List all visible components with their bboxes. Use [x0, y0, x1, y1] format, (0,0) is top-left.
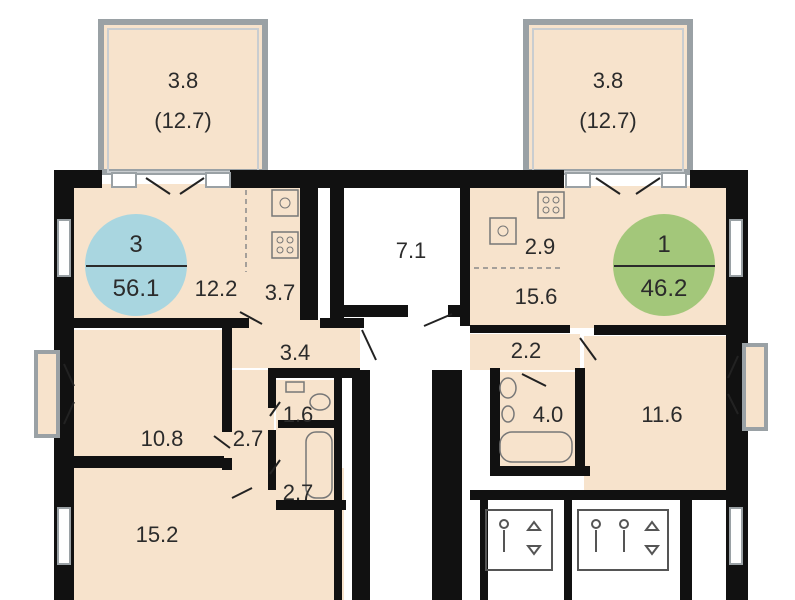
- bathtub-icon: [305, 431, 573, 499]
- apartment-total-area: 46.2: [641, 275, 688, 302]
- walls: [54, 170, 748, 600]
- room-area-hall-right: 2.2: [511, 338, 542, 363]
- room-area-bath-left-2: 2.7: [283, 480, 314, 505]
- room-area-kitchen-left: 3.7: [265, 280, 296, 305]
- room-area-corridor-left: 2.7: [233, 426, 264, 451]
- balcony-total-label: (12.7): [154, 108, 211, 133]
- balcony-total-label: (12.7): [579, 108, 636, 133]
- room-area-bath-right: 4.0: [533, 402, 564, 427]
- room-area-kitchen-right: 2.9: [525, 234, 556, 259]
- stove-icon: [271, 231, 299, 259]
- apartment-total-area: 56.1: [113, 275, 160, 302]
- room-area-bedroom-right: 11.6: [641, 402, 682, 427]
- balcony-right: [523, 19, 693, 175]
- apartment-rooms-count: 1: [657, 231, 670, 258]
- toilet-icon: [285, 377, 517, 423]
- bay-window-right: [742, 343, 768, 431]
- door-swings: [63, 177, 739, 499]
- apartment-rooms-count: 3: [129, 231, 142, 258]
- balcony-area-label: 3.8: [168, 68, 199, 93]
- apartment-badge-left: 3 56.1: [85, 214, 187, 316]
- partitions: [245, 190, 564, 272]
- elevator-icon: [485, 509, 669, 571]
- room-area-living-left: 12.2: [195, 276, 238, 301]
- room-area-bath-left-1: 1.6: [283, 402, 314, 427]
- room-area-living-right: 15.6: [515, 284, 558, 309]
- balcony-left: [98, 19, 268, 175]
- room-area-bedroom-left-1: 10.8: [141, 426, 184, 451]
- stove-icon: [537, 191, 565, 219]
- room-area-bedroom-left-2: 15.2: [136, 522, 179, 547]
- bay-window-left: [34, 350, 60, 438]
- room-area-hall-left: 3.4: [280, 340, 311, 365]
- sink-icon: [271, 189, 299, 217]
- sink-icon: [489, 217, 517, 245]
- room-area-lobby: 7.1: [396, 238, 427, 263]
- apartment-badge-right: 1 46.2: [613, 214, 715, 316]
- balcony-area-label: 3.8: [593, 68, 624, 93]
- windows: [57, 172, 743, 565]
